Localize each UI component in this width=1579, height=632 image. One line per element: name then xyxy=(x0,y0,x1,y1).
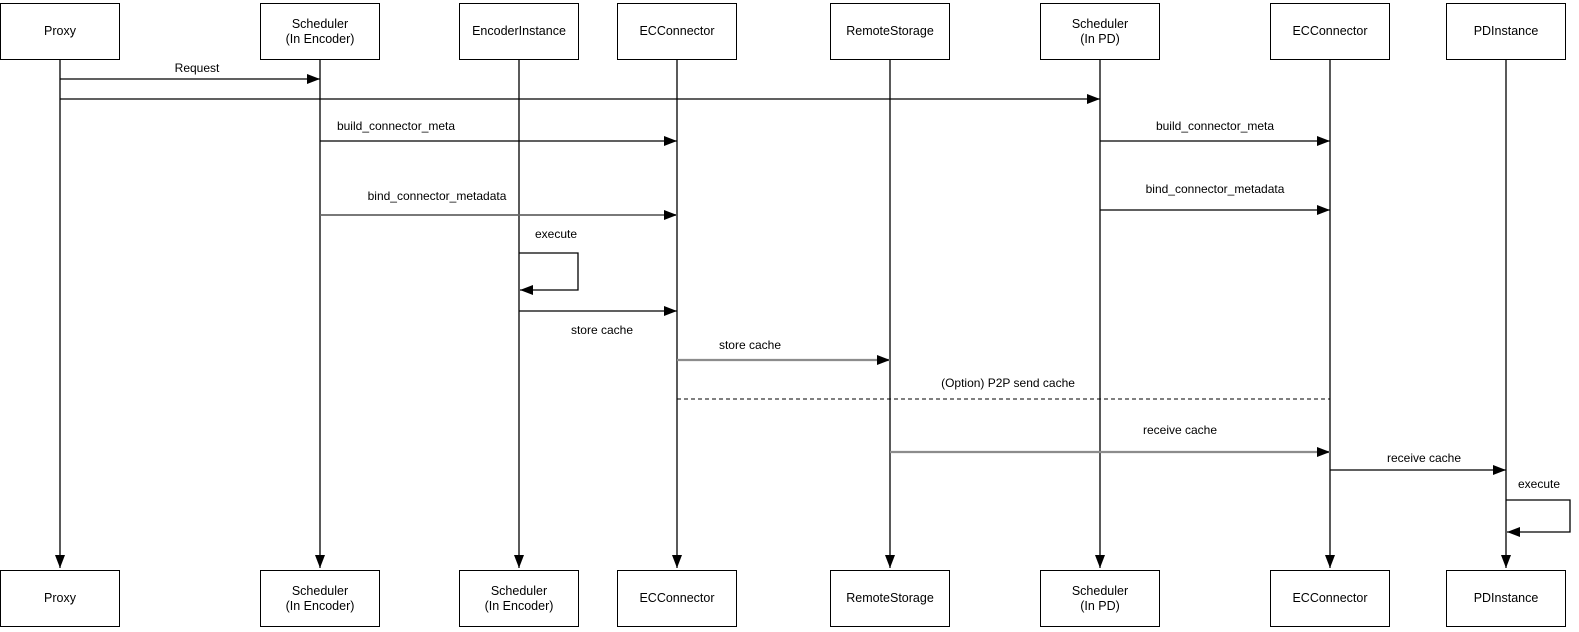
actor-label-line2: (In PD) xyxy=(1080,598,1120,613)
message-label-build-meta-pd: build_connector_meta xyxy=(1155,119,1275,133)
arrow-execute-self-loop-encoder xyxy=(519,252,579,295)
message-label-bind-meta-encoder: bind_connector_metadata xyxy=(367,189,507,203)
actor-label: Scheduler xyxy=(291,583,349,598)
arrow-execute-self-loop-pd xyxy=(1506,499,1571,537)
actor-top-scheduler-pd: Scheduler(In PD) xyxy=(1040,3,1160,60)
actor-label: Proxy xyxy=(44,24,76,38)
actor-top-pdinstance: PDInstance xyxy=(1446,3,1566,60)
message-label-store-cache-1: store cache xyxy=(570,323,634,337)
message-label-request: Request xyxy=(174,61,220,75)
actor-label: Scheduler xyxy=(291,16,349,31)
actor-top-remotestorage: RemoteStorage xyxy=(830,3,950,60)
actor-label: RemoteStorage xyxy=(846,591,934,605)
actor-bottom-proxy: Proxy xyxy=(0,570,120,627)
message-label-execute-pd: execute xyxy=(1517,477,1561,491)
actor-label: Scheduler xyxy=(1071,16,1129,31)
actor-label: ECConnector xyxy=(639,24,715,38)
actor-bottom-scheduler-pd: Scheduler(In PD) xyxy=(1040,570,1160,627)
actor-bottom-ecconnector-2: ECConnector xyxy=(1270,570,1390,627)
message-label-p2p-send-cache: (Option) P2P send cache xyxy=(941,376,1075,390)
actor-top-ecconnector-1: ECConnector xyxy=(617,3,737,60)
actor-label: PDInstance xyxy=(1473,24,1539,38)
actor-label-line2: (In Encoder) xyxy=(484,598,554,613)
actor-label-line2: (In Encoder) xyxy=(285,598,355,613)
message-label-execute-encoder: execute xyxy=(534,227,578,241)
message-label-bind-meta-pd: bind_connector_metadata xyxy=(1145,182,1285,196)
message-label-receive-cache-2: receive cache xyxy=(1386,451,1462,465)
message-label-store-cache-2: store cache xyxy=(718,338,782,352)
actor-bottom-scheduler-encoder-2: Scheduler(In Encoder) xyxy=(459,570,579,627)
actor-top-encoder-instance: EncoderInstance xyxy=(459,3,579,60)
actor-label: ECConnector xyxy=(1292,24,1368,38)
actor-label: Proxy xyxy=(44,591,76,605)
actor-bottom-ecconnector-1: ECConnector xyxy=(617,570,737,627)
actor-label: ECConnector xyxy=(1292,591,1368,605)
actor-bottom-scheduler-encoder-1: Scheduler(In Encoder) xyxy=(260,570,380,627)
message-label-receive-cache-1: receive cache xyxy=(1142,423,1218,437)
actor-top-scheduler-encoder: Scheduler(In Encoder) xyxy=(260,3,380,60)
actor-label-line2: (In Encoder) xyxy=(285,31,355,46)
actor-label: EncoderInstance xyxy=(472,24,566,38)
actor-label: RemoteStorage xyxy=(846,24,934,38)
message-label-build-meta-encoder: build_connector_meta xyxy=(336,119,456,133)
actor-bottom-pdinstance: PDInstance xyxy=(1446,570,1566,627)
actor-label: PDInstance xyxy=(1473,591,1539,605)
actor-label: Scheduler xyxy=(1071,583,1129,598)
actor-top-proxy: Proxy xyxy=(0,3,120,60)
actor-label: Scheduler xyxy=(490,583,548,598)
actor-bottom-remotestorage: RemoteStorage xyxy=(830,570,950,627)
actor-label-line2: (In PD) xyxy=(1080,31,1120,46)
actor-top-ecconnector-2: ECConnector xyxy=(1270,3,1390,60)
actor-label: ECConnector xyxy=(639,591,715,605)
